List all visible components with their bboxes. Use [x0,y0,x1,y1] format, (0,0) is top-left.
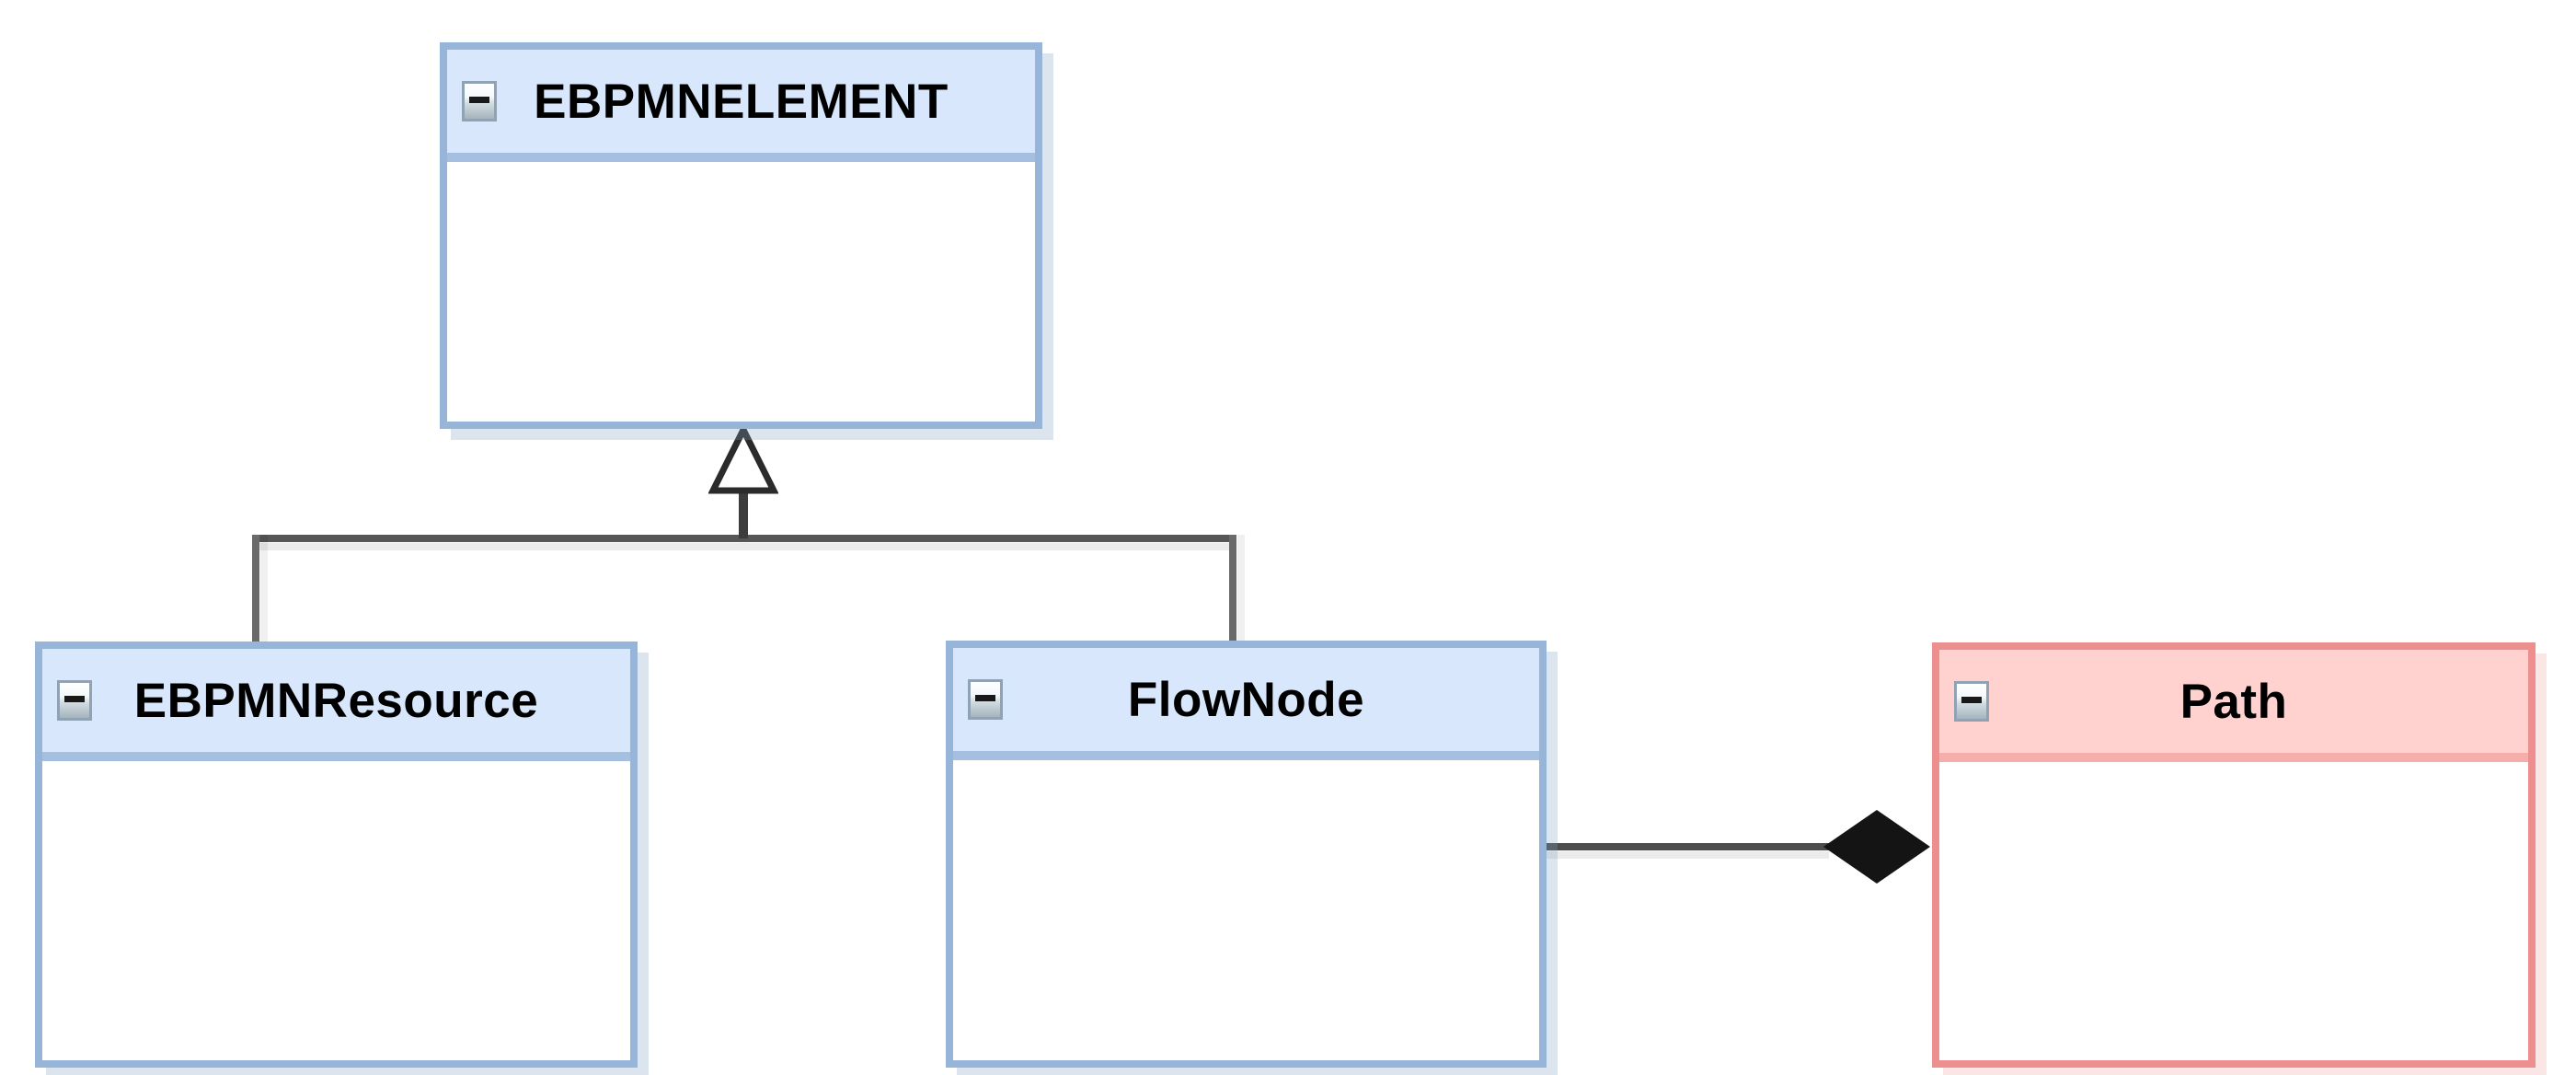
generalization-stem-line[interactable] [739,491,748,538]
class-body [42,761,630,1060]
class-box-path[interactable]: Path [1932,642,2536,1068]
minus-bar [469,96,489,103]
filled-diamond-marker[interactable] [1820,806,1934,887]
composition-line[interactable] [1547,843,1829,850]
class-title: Path [2179,674,2288,729]
class-header: EBPMNResource [42,649,630,761]
class-body [953,760,1539,1060]
minus-bar [1961,696,1982,703]
generalization-branch-ebpmnresource[interactable] [252,535,259,643]
generalization-branch-flownode[interactable] [1229,535,1236,642]
collapse-minus-icon[interactable] [968,679,1003,720]
generalization-bus-line[interactable] [252,535,1236,542]
class-header: EBPMNELEMENT [447,50,1035,162]
collapse-minus-icon[interactable] [57,680,92,721]
hollow-triangle-marker[interactable] [708,425,778,495]
class-header: FlowNode [953,648,1539,760]
class-title: EBPMNResource [133,673,539,728]
class-box-flownode[interactable]: FlowNode [946,641,1547,1068]
class-box-ebpmnelement[interactable]: EBPMNELEMENT [440,42,1042,429]
collapse-minus-icon[interactable] [462,81,497,121]
class-body [1939,762,2528,1060]
collapse-minus-icon[interactable] [1954,681,1989,722]
class-header: Path [1939,650,2528,762]
class-title: EBPMNELEMENT [534,74,949,129]
minus-bar [64,695,85,702]
class-title: FlowNode [1127,672,1365,727]
class-body [447,162,1035,422]
class-box-ebpmnresource[interactable]: EBPMNResource [35,642,638,1068]
minus-bar [975,694,995,701]
